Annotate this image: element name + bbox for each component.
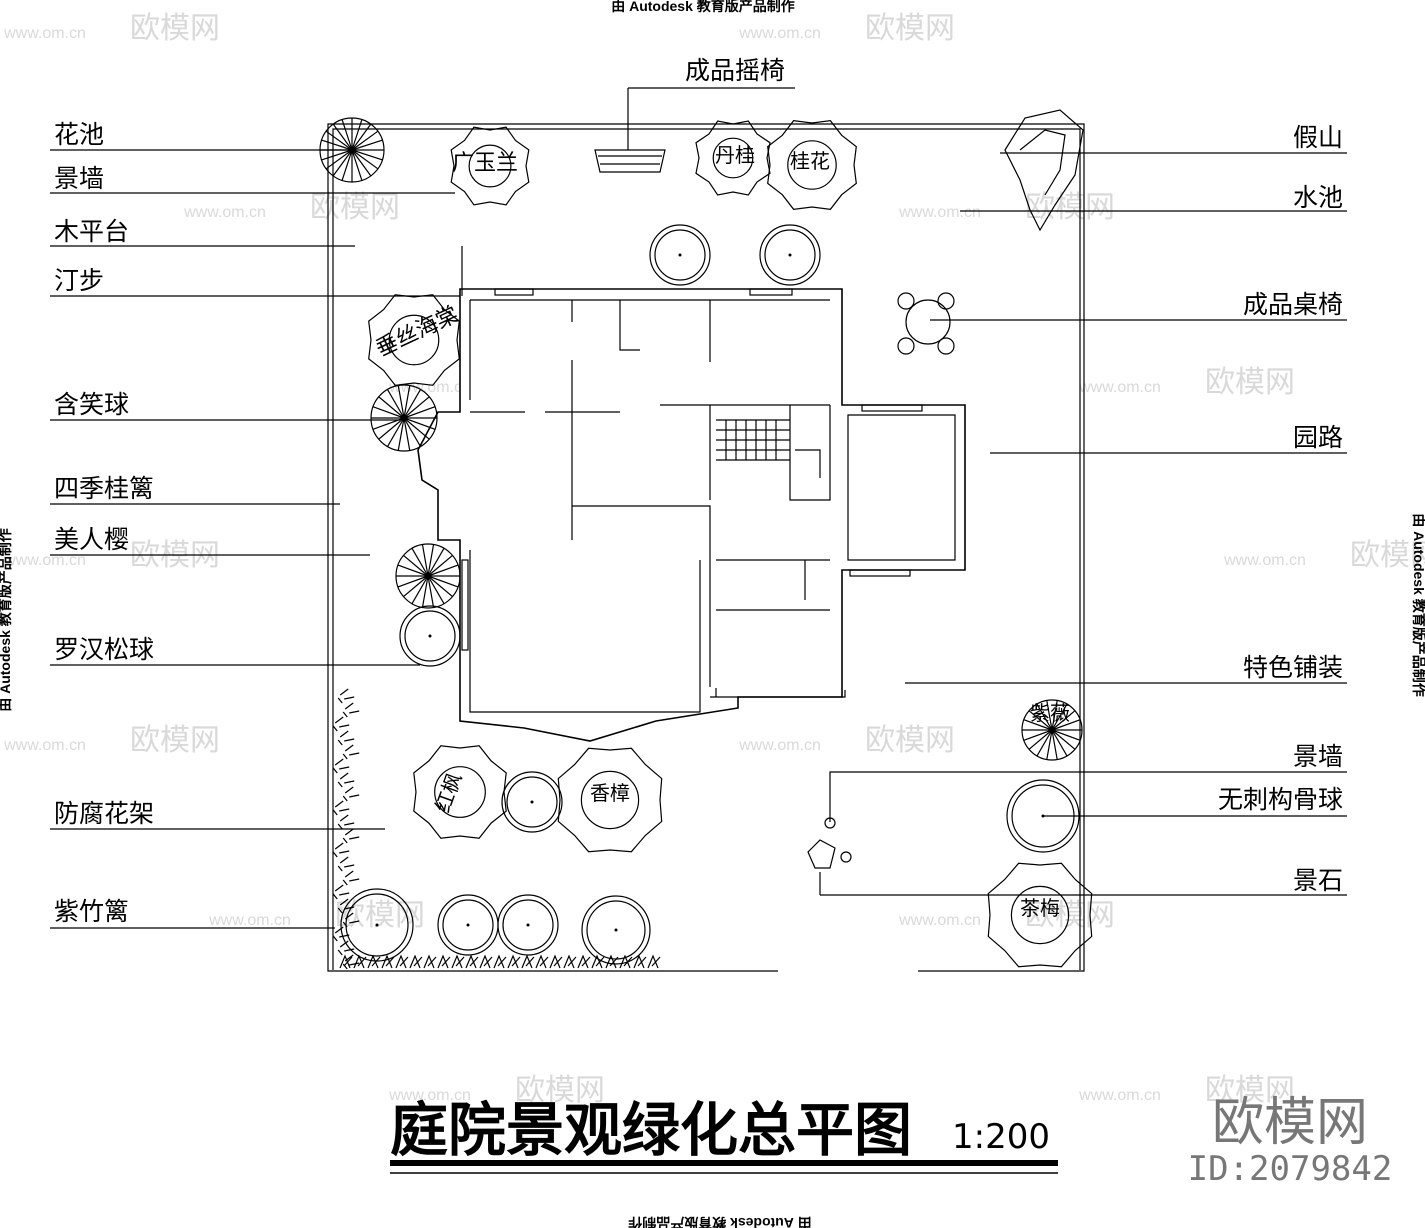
tree-canopy (987, 862, 1093, 968)
label-feature-wall: 景墙 (54, 164, 104, 193)
shrub-symbol (399, 605, 461, 667)
building-footprint (417, 288, 966, 742)
watermark-url: www.om.cn (388, 379, 471, 396)
label-stepping-stones: 汀步 (54, 266, 104, 295)
watermark-url: www.om.cn (3, 552, 86, 569)
watermark-url: www.om.cn (898, 912, 981, 929)
planting (319, 117, 1093, 968)
side-note-left: 由 Autodesk 教育版产品制作 (0, 528, 13, 712)
label-landscape-stone: 景石 (1293, 866, 1343, 895)
watermark-url: www.om.cn (388, 1087, 471, 1104)
rockery (1004, 109, 1084, 232)
tree-canopy (695, 120, 771, 196)
label-rockery: 假山 (1293, 123, 1343, 152)
tree-label-0: 垂丝海棠 (372, 302, 462, 362)
header-note: 由 Autodesk 教育版产品制作 (611, 0, 795, 14)
tree-symbol (319, 117, 385, 183)
watermark-url: www.om.cn (738, 25, 821, 42)
shrub-symbol (501, 771, 563, 833)
tree-label-5: 红枫 (430, 770, 466, 816)
site-boundary (327, 123, 1085, 972)
leader-lines (50, 87, 1347, 929)
tree-symbol (395, 543, 461, 609)
watermark-text: 欧模网 (310, 190, 400, 225)
label-garden-path: 园路 (1293, 423, 1343, 452)
watermark-text: 欧模网 (130, 723, 220, 758)
tree-label-4: 紫薇 (1030, 701, 1070, 725)
shrub-symbol (497, 894, 559, 956)
watermark-text: 欧模网 (1205, 365, 1295, 400)
label-table-chairs: 成品桌椅 (1243, 290, 1343, 319)
watermark-url: www.om.cn (3, 25, 86, 42)
rocking-chair (594, 149, 666, 173)
watermark-url: www.om.cn (208, 912, 291, 929)
tree-label-3: 桂花 (790, 149, 830, 173)
watermark-text: 欧模网 (865, 723, 955, 758)
tree-symbol (370, 384, 438, 452)
footer-note: 由 Autodesk 教育版产品制作 (628, 1215, 812, 1228)
watermark-text: 欧模网 (130, 11, 220, 46)
watermark-url: www.om.cn (1078, 1087, 1161, 1104)
table-set (897, 292, 955, 355)
label-verbena: 美人樱 (54, 525, 129, 554)
brand-id: ID:2079842 (1188, 1149, 1393, 1189)
watermark-url: www.om.cn (183, 204, 266, 221)
label-michelia: 含笑球 (54, 390, 129, 419)
tree-symbol (1021, 699, 1083, 761)
watermark-text: 欧模网 (1205, 1073, 1295, 1108)
shrub-symbol (437, 894, 499, 956)
side-note-right: 由 Autodesk 教育版产品制作 (1411, 513, 1425, 697)
bamboo-hedge (332, 688, 661, 970)
label-podocarpus: 罗汉松球 (54, 635, 154, 664)
watermark-url: www.om.cn (3, 737, 86, 754)
tree-canopy (413, 745, 507, 839)
label-rocking-chair: 成品摇椅 (685, 56, 785, 85)
shrub-symbol (581, 895, 651, 965)
brand-logo-text: 欧模网 (1212, 1093, 1368, 1153)
right-labels: 假山 水池 成品桌椅 园路 特色铺装 景墙 无刺构骨球 景石 成品摇椅 (685, 56, 1343, 895)
watermark-url: www.om.cn (1078, 379, 1161, 396)
label-pergola: 防腐花架 (54, 799, 154, 828)
label-bamboo-hedge: 紫竹篱 (54, 897, 129, 926)
label-holly: 无刺构骨球 (1218, 785, 1343, 814)
tree-canopy (368, 294, 460, 386)
label-flower-bed: 花池 (54, 120, 104, 149)
watermark-url: www.om.cn (898, 204, 981, 221)
watermark-text: 欧模网 (1025, 190, 1115, 225)
tree-canopy (450, 126, 530, 206)
watermark-url: www.om.cn (738, 737, 821, 754)
label-osmanthus-hedge: 四季桂篱 (54, 474, 154, 503)
landscape-stone (807, 817, 852, 869)
tree-canopy (767, 120, 857, 210)
watermark-text: 欧模网 (1025, 898, 1115, 933)
tree-label-2: 丹桂 (715, 143, 755, 167)
label-wood-deck: 木平台 (54, 217, 129, 246)
shrub-symbol (649, 224, 711, 286)
watermark-text: 欧模网 (865, 11, 955, 46)
watermark-text: 欧模网 (515, 1073, 605, 1108)
label-feature-wall-2: 景墙 (1293, 742, 1343, 771)
drawing-scale: 1:200 (952, 1117, 1050, 1157)
tree-label-6: 香樟 (590, 781, 630, 805)
left-labels: 花池 景墙 木平台 汀步 含笑球 四季桂篱 美人樱 罗汉松球 防腐花架 紫竹篱 (54, 120, 154, 926)
tree-label-1: 广玉兰 (452, 151, 518, 176)
shrub-symbol (759, 224, 821, 286)
watermark-url: www.om.cn (1223, 552, 1306, 569)
tree-label-7: 茶梅 (1020, 896, 1060, 920)
watermark-text: 欧模网 (1350, 538, 1425, 573)
label-pond: 水池 (1293, 183, 1343, 212)
drawing-title: 庭院景观绿化总平图 (390, 1096, 912, 1164)
title-underline (390, 1160, 1058, 1166)
tree-canopy (557, 747, 663, 853)
label-feature-paving: 特色铺装 (1243, 653, 1343, 682)
